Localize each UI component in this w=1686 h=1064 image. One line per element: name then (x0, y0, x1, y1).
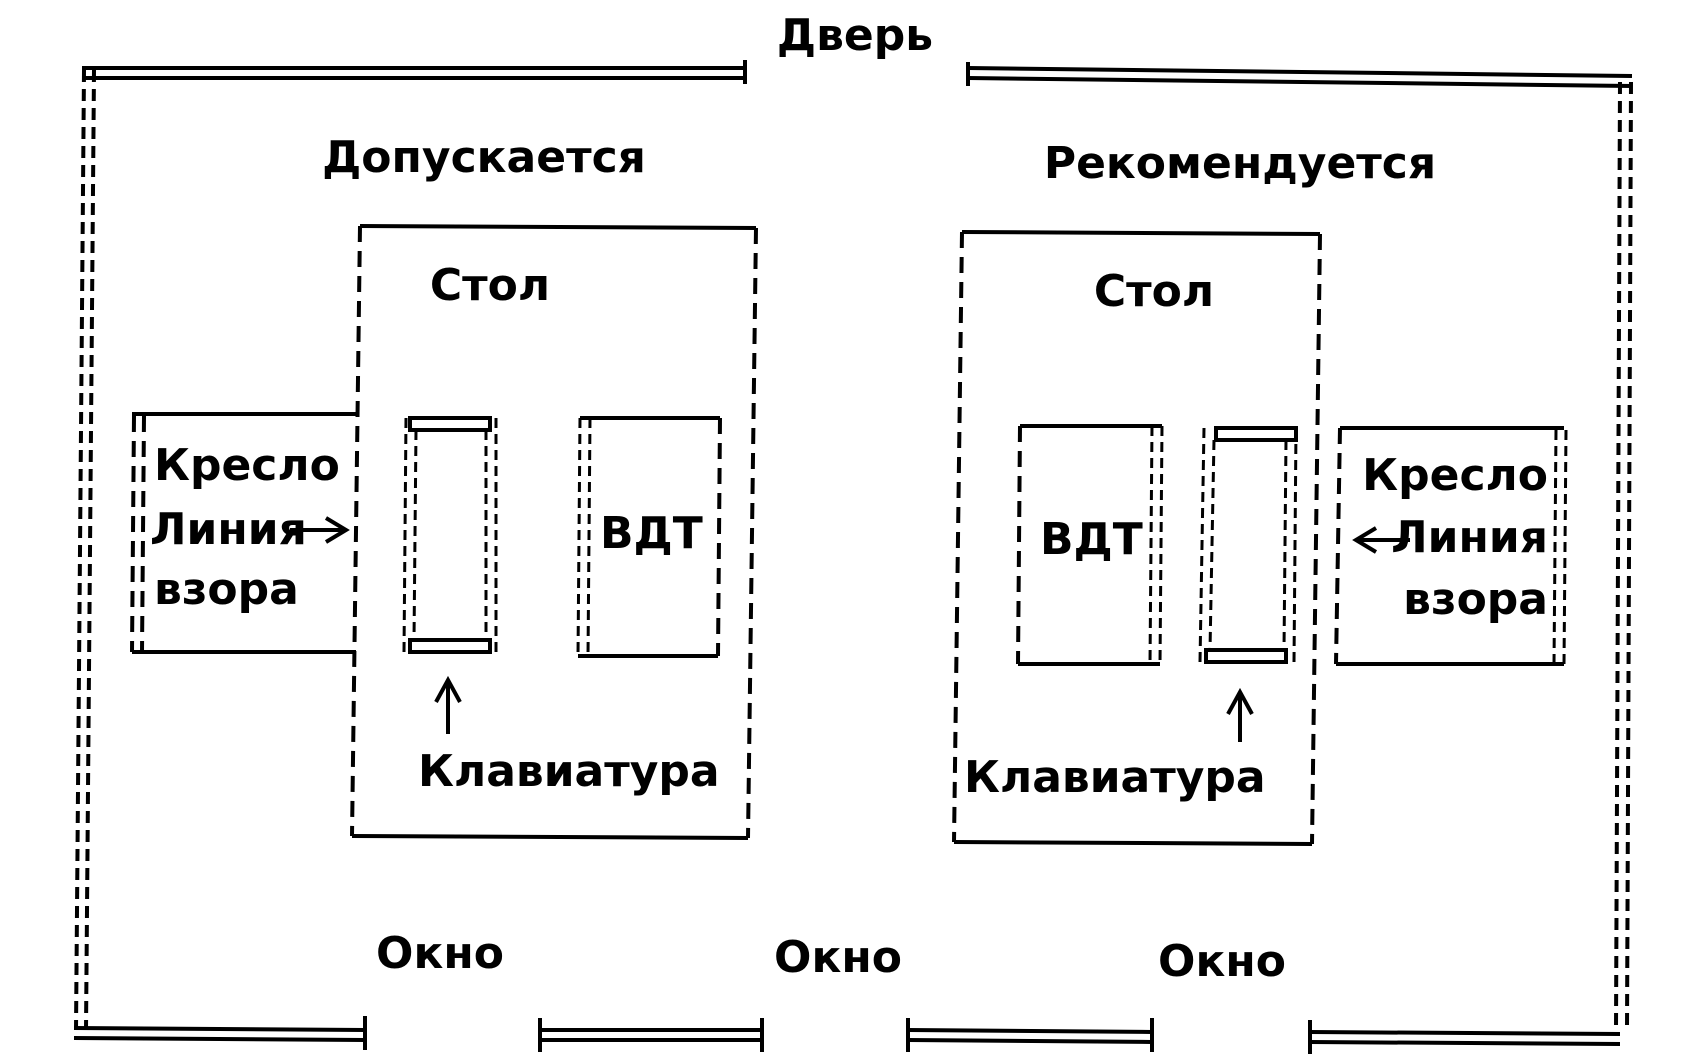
top-wall-left (82, 60, 747, 84)
keyboard-right-label: Клавиатура (964, 752, 1266, 803)
table-right-label: Стол (1094, 266, 1214, 317)
door-label: Дверь (777, 10, 933, 61)
keyboard-left-label: Клавиатура (418, 746, 720, 797)
recommended-layout: Рекомендуется Стол ВДТ (952, 138, 1568, 846)
chair-left-label: Кресло (154, 440, 340, 491)
allowed-layout: Допускается Стол Кресло Линия взора (130, 132, 758, 840)
keyboard-arrow-left-icon (434, 675, 462, 734)
vdt-right (1016, 424, 1164, 666)
gaze-left-label: взора (154, 564, 299, 615)
left-wall (74, 69, 96, 1031)
gaze-line-left-label: Линия (150, 504, 307, 555)
window-label-3: Окно (1158, 936, 1286, 987)
keyboard-left (402, 416, 498, 654)
window-label-2: Окно (774, 932, 902, 983)
allowed-heading: Допускается (322, 132, 646, 183)
recommended-heading: Рекомендуется (1044, 138, 1436, 189)
vdt-left-label: ВДТ (600, 508, 703, 559)
table-right (952, 230, 1322, 846)
room-walls (73, 60, 1633, 1054)
gaze-line-right-label: Линия (1391, 512, 1548, 563)
chair-left (130, 412, 356, 654)
table-left (350, 224, 758, 840)
top-wall-right (966, 62, 1633, 88)
vdt-right-label: ВДТ (1040, 514, 1143, 565)
chair-right (1334, 426, 1568, 666)
gaze-arrow-left-icon (290, 516, 350, 544)
gaze-right-label: взора (1403, 574, 1548, 625)
window-label-1: Окно (376, 928, 504, 979)
keyboard-right (1198, 426, 1298, 664)
chair-right-label: Кресло (1362, 450, 1548, 501)
vdt-left (576, 416, 722, 658)
bottom-wall (73, 1016, 1621, 1054)
gaze-arrow-right-icon (1352, 526, 1410, 554)
keyboard-arrow-right-icon (1226, 687, 1254, 742)
right-wall (1614, 81, 1633, 1031)
table-left-label: Стол (430, 260, 550, 311)
